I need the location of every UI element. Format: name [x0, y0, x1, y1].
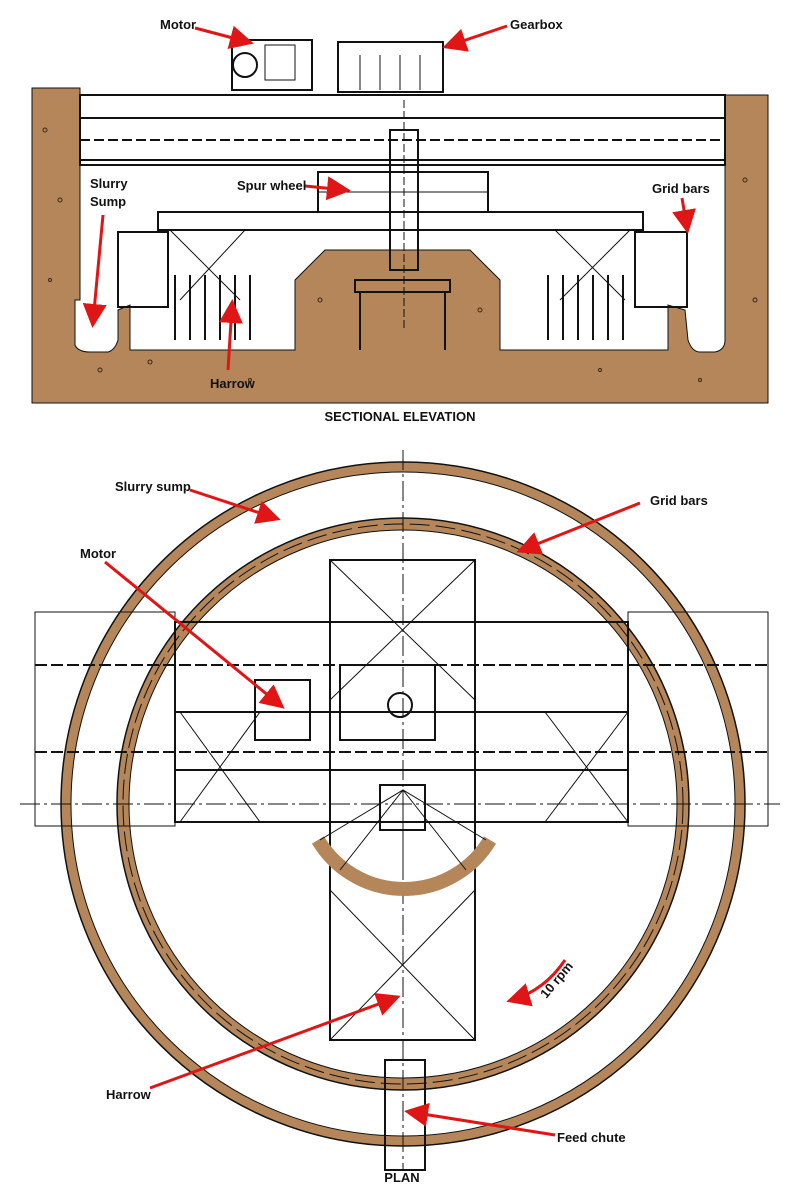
arrow-gearbox [442, 24, 508, 52]
label-harrow-plan: Harrow [106, 1087, 152, 1102]
arrow-rotation [506, 959, 567, 1007]
label-grid-bars: Grid bars [652, 181, 710, 196]
arrow-slurry-sump-plan [189, 488, 281, 524]
spur-wheel [317, 171, 489, 213]
sectional-elevation: Motor Gearbox Slurry Sump Spur wheel Gri… [31, 17, 769, 424]
label-harrow: Harrow [210, 376, 256, 391]
label-motor: Motor [160, 17, 196, 32]
caption-plan: PLAN [384, 1170, 419, 1185]
harrow-frame [179, 559, 629, 1041]
label-sump: Sump [90, 194, 126, 209]
label-slurry: Slurry [90, 176, 128, 191]
arrow-harrow-plan [149, 992, 401, 1090]
label-grid-bars-plan: Grid bars [650, 493, 708, 508]
arrow-grid-bars-plan [516, 501, 641, 555]
arrow-grid-bars [672, 197, 696, 234]
speckle-texture [42, 127, 758, 382]
arrow-slurry-sump [82, 214, 107, 328]
plan-view: Slurry sump Grid bars Motor 10 rpm Harro… [20, 450, 780, 1185]
motor-plan [254, 664, 436, 831]
arrow-motor-plan [104, 560, 285, 709]
label-slurry-sump-plan: Slurry sump [115, 479, 191, 494]
support-stand [354, 279, 451, 350]
arrow-spur-wheel [304, 176, 351, 201]
motor-drive [231, 39, 313, 91]
label-spur-wheel: Spur wheel [237, 178, 306, 193]
caption-sectional-elevation: SECTIONAL ELEVATION [325, 409, 476, 424]
gearbox [337, 41, 444, 93]
bridge-beams-plan [20, 450, 780, 1170]
label-feed-chute: Feed chute [557, 1130, 626, 1145]
earth-ground [31, 87, 769, 404]
arrow-harrow [218, 299, 243, 371]
arrow-feed-chute [404, 1102, 556, 1137]
arrow-motor [194, 25, 254, 50]
label-gearbox: Gearbox [510, 17, 564, 32]
bridge-beams [79, 94, 726, 166]
label-motor-plan: Motor [80, 546, 116, 561]
